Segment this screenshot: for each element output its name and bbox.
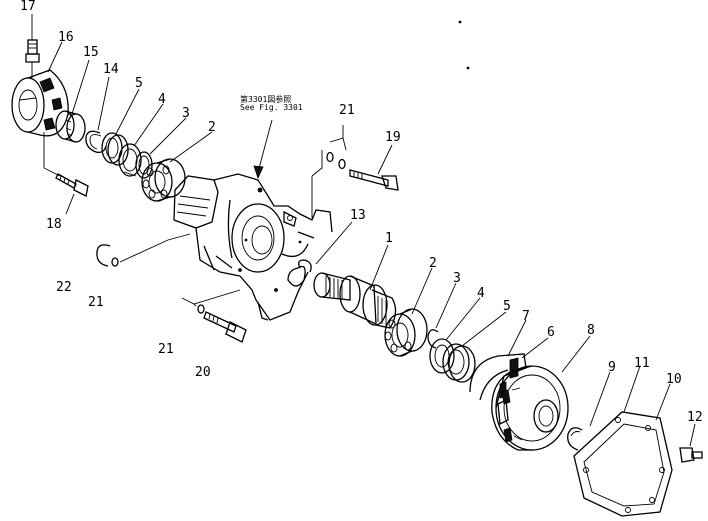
- part-12-bolt: [679, 447, 703, 463]
- part-22-21-rings-left: [96, 233, 191, 267]
- callout-12: 12: [687, 410, 703, 425]
- callout-8: 8: [587, 323, 595, 338]
- part-10-cover: [573, 411, 673, 517]
- callout-11: 11: [634, 356, 650, 371]
- callout-18: 18: [46, 217, 62, 232]
- part-9-snap-ring: [567, 427, 583, 451]
- see-figure-note-line2: See Fig. 3301: [240, 103, 303, 113]
- leader-lines: [31, 14, 696, 447]
- see-figure-note-line1: 第3301図参照: [240, 95, 292, 104]
- callout-17: 17: [20, 0, 36, 14]
- part-7-retainer: [469, 353, 527, 409]
- see-figure-note: 第3301図参照 See Fig. 3301: [240, 95, 303, 113]
- callout-19: 19: [385, 130, 401, 145]
- part-21-20-lower: [181, 289, 247, 343]
- callout-20: 20: [195, 365, 211, 380]
- part-21-orings-upper: [311, 125, 347, 218]
- callout-13: 13: [350, 208, 366, 223]
- callout-2-lower: 2: [429, 256, 437, 271]
- callout-14: 14: [103, 62, 119, 77]
- callout-10: 10: [666, 372, 682, 387]
- part-13-ring: [298, 259, 312, 273]
- part-1-shaft: [313, 272, 397, 329]
- callout-3-upper: 3: [182, 106, 190, 121]
- part-2-bearing-left: [141, 158, 186, 202]
- callout-7: 7: [522, 309, 530, 324]
- callout-9: 9: [608, 360, 616, 375]
- central-case: [173, 173, 333, 321]
- callout-4-upper: 4: [158, 92, 166, 107]
- callout-15: 15: [83, 45, 99, 60]
- callout-5-upper: 5: [135, 76, 143, 91]
- callout-22: 22: [56, 280, 72, 295]
- part-18-bolt: [43, 132, 89, 197]
- callout-21-lower: 21: [158, 342, 174, 357]
- part-17-grease-fitting: [25, 39, 40, 78]
- part-8-drum: [491, 365, 569, 451]
- callout-2-upper: 2: [208, 120, 216, 135]
- callout-16: 16: [58, 30, 74, 45]
- callout-21-upper: 21: [339, 103, 355, 118]
- callout-1: 1: [385, 231, 393, 246]
- part-15-roller-bearing: [55, 110, 86, 143]
- part-19-pin: [349, 169, 399, 191]
- part-5-seal-left: [101, 132, 129, 166]
- callout-5-lower: 5: [503, 299, 511, 314]
- part-5-seal-right: [442, 343, 476, 383]
- part-4-seal-left: [118, 143, 142, 177]
- callout-3-lower: 3: [453, 271, 461, 286]
- callout-21-left: 21: [88, 295, 104, 310]
- callout-6: 6: [547, 325, 555, 340]
- part-2-bearing-right: [384, 308, 428, 357]
- part-16-hub: [11, 69, 69, 137]
- callout-4-lower: 4: [477, 286, 485, 301]
